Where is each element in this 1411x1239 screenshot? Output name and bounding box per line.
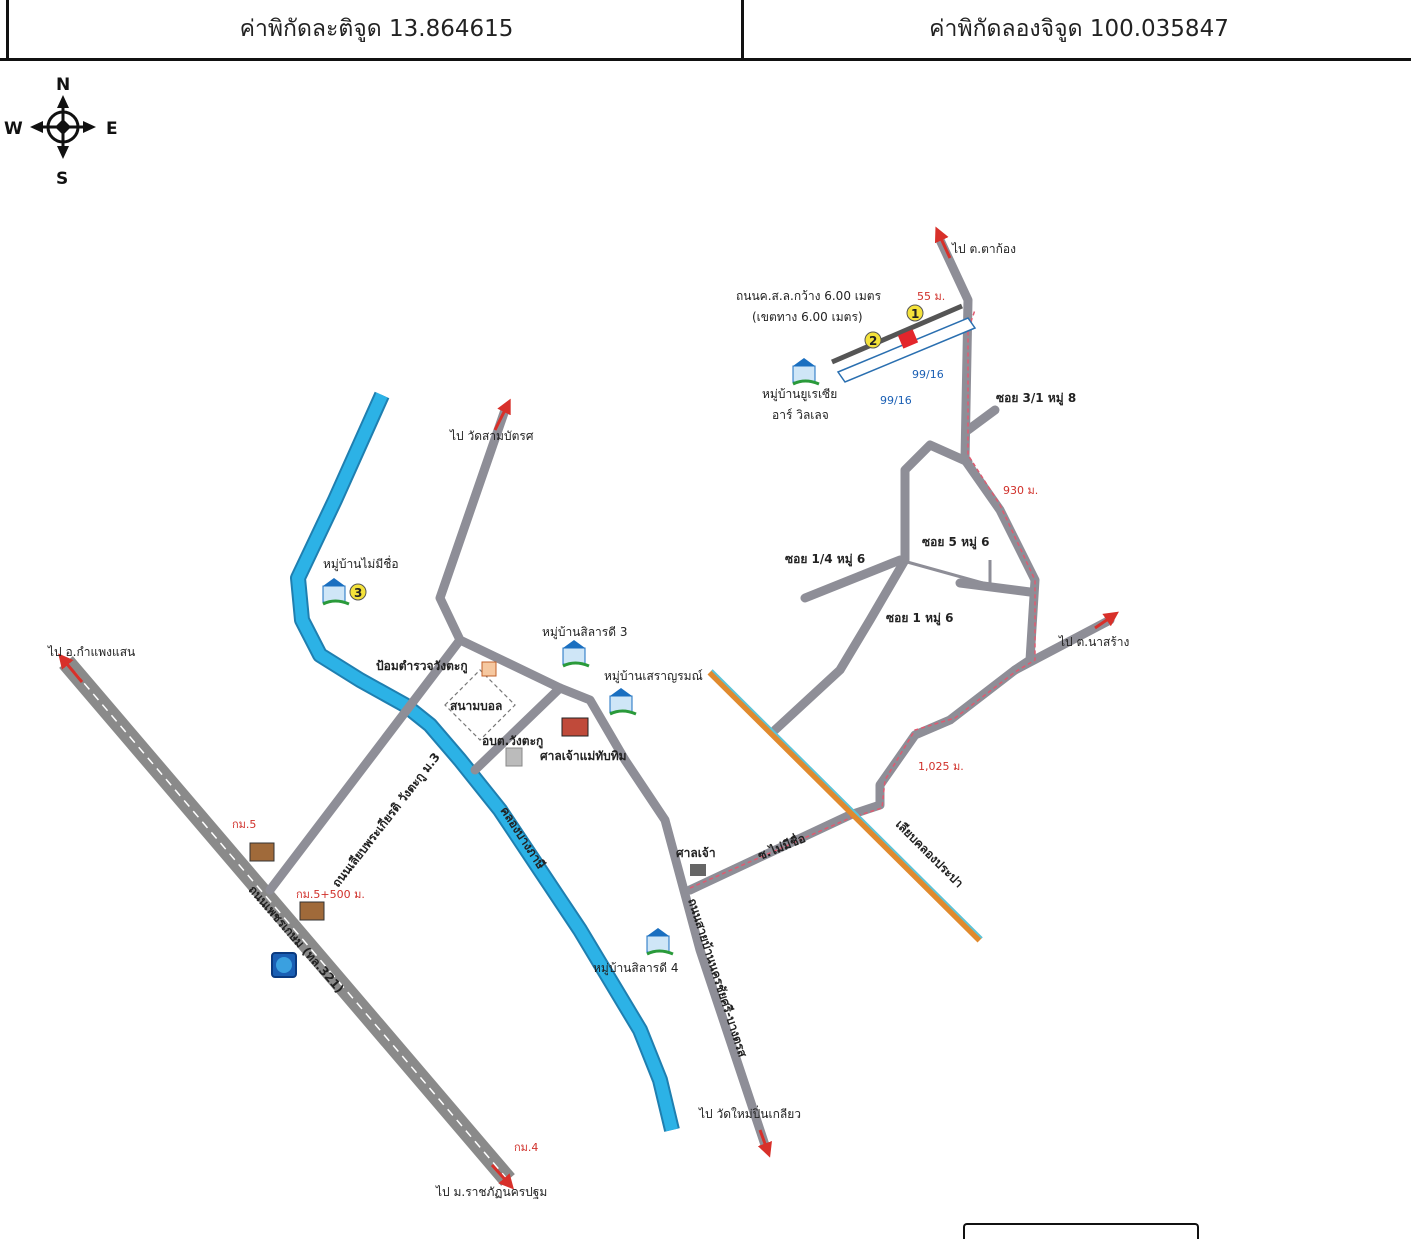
label-to-talat: ไป ต.ตาก้อง xyxy=(951,242,1016,256)
shrine-maeng-icon xyxy=(561,717,589,737)
marker-1-label: 1 xyxy=(911,307,919,321)
label-to-raja: ไป ม.ราชภัฏนครปฐม xyxy=(435,1185,547,1199)
label-soi-1: ซอย 1 หมู่ 6 xyxy=(886,611,953,626)
label-canal: คลองบางภาษี xyxy=(497,804,548,871)
label-village-sarayrom: หมู่บ้านเสราญรมณ์ xyxy=(604,669,703,684)
coordinate-header: ค่าพิกัดละติจูด 13.864615 ค่าพิกัดลองจิจ… xyxy=(0,0,1411,62)
village-icon-silarat4 xyxy=(646,928,674,956)
obt-icon xyxy=(505,747,523,767)
building-km5-500 xyxy=(299,901,325,921)
label-obt: อบต.วังตะกู xyxy=(482,734,543,749)
label-village-noname: หมู่บ้านไม่มีชื่อ xyxy=(323,555,399,572)
label-shrine: ศาลเจ้า xyxy=(676,846,716,860)
village-icon-noname xyxy=(322,578,350,606)
label-to-wat-bang: ไป วัดใหม่ปิ่นเกลียว xyxy=(698,1105,801,1121)
label-dist-1025: 1,025 ม. xyxy=(918,760,964,773)
label-field: สนามบอล xyxy=(450,699,502,713)
road-south-east xyxy=(685,615,1115,895)
building-km5 xyxy=(249,842,275,862)
compass-rose: N S W E xyxy=(4,75,118,189)
label-soi-noname: ซ.ไม่มีชื่อ xyxy=(755,829,807,863)
label-village-urasia-1: หมู่บ้านยูเรเซีย xyxy=(762,387,837,402)
label-soi-3-1: ซอย 3/1 หมู่ 8 xyxy=(996,391,1076,406)
marker-2-label: 2 xyxy=(869,334,877,348)
compass-n: N xyxy=(56,75,70,95)
marker-3 xyxy=(349,583,367,601)
label-99-16b: 99/16 xyxy=(880,394,912,407)
label-police: ป้อมตำรวจวังตะกู xyxy=(376,659,468,674)
label-99-16a: 99/16 xyxy=(912,368,944,381)
compass-w: W xyxy=(4,119,23,139)
label-road-width: ถนนค.ส.ล.กว้าง 6.00 เมตร xyxy=(736,289,882,303)
village-icon-sarayrom xyxy=(609,688,637,716)
marker-2 xyxy=(864,331,882,349)
label-km4: กม.4 xyxy=(514,1141,538,1154)
label-right-of-way: (เขตทาง 6.00 เมตร) xyxy=(752,310,863,324)
label-village-urasia-2: อาร์ วิลเลจ xyxy=(772,408,829,422)
label-soi-1-4: ซอย 1/4 หมู่ 6 xyxy=(785,552,865,567)
label-dist-930: 930 ม. xyxy=(1003,484,1038,497)
label-soi-5: ซอย 5 หมู่ 6 xyxy=(922,535,989,550)
road-wangtaku xyxy=(265,635,465,895)
direction-arrows xyxy=(58,226,1119,1190)
label-village-silarat4: หมู่บ้านสิลารดี 4 xyxy=(593,961,678,976)
longitude-label: ค่าพิกัดลองจิจูด 100.035847 xyxy=(741,0,1411,58)
road-soi-14 xyxy=(800,555,905,603)
road-soi-1 xyxy=(770,440,973,735)
compass-e: E xyxy=(106,119,118,139)
highway-phetkasem xyxy=(59,656,515,1186)
police-icon xyxy=(481,661,497,677)
route-dashed xyxy=(689,309,1036,889)
label-to-tha-kham: ไป อ.กำแพงแสน xyxy=(47,645,135,659)
label-road-thonburi: ถนนสายบ้านนครชัยศรี-บางตรส xyxy=(685,897,750,1060)
label-dist-55: 55 ม. xyxy=(917,290,945,303)
label-to-narawong: ไป ต.นาสร้าง xyxy=(1058,635,1129,649)
canal-prapa xyxy=(707,669,983,943)
latitude-label: ค่าพิกัดละติจูด 13.864615 xyxy=(6,0,744,58)
label-road-wangtaku: ถนนเลียบพระเกียรติ วังตะกู ม.3 xyxy=(329,750,443,890)
village-icon-silarat3 xyxy=(562,640,590,668)
compass-s: S xyxy=(56,169,68,189)
plot-strip xyxy=(831,303,977,383)
label-km5-500: กม.5+500 ม. xyxy=(296,888,365,901)
road-soi-31 xyxy=(963,405,1000,435)
label-to-wat-sap: ไป วัดสามบัตรศ xyxy=(449,429,534,443)
label-km5: กม.5 xyxy=(232,818,256,831)
label-village-silarat3: หมู่บ้านสิลารดี 3 xyxy=(542,625,627,640)
road-soi-5 xyxy=(955,578,1035,597)
marker-3-label: 3 xyxy=(354,586,362,600)
header-divider xyxy=(0,58,1411,61)
road-to-wat-sap xyxy=(435,405,770,1150)
village-icon-urasia xyxy=(792,358,820,386)
marker-1 xyxy=(906,304,924,322)
football-field xyxy=(444,669,516,741)
legend-box xyxy=(963,1223,1199,1239)
label-canal2: เลียบคลองประปา xyxy=(893,817,966,890)
shrine-icon xyxy=(690,864,706,876)
road-obt xyxy=(470,683,565,775)
label-shrine-maeng: ศาลเจ้าแม่ทับทิม xyxy=(540,749,627,763)
